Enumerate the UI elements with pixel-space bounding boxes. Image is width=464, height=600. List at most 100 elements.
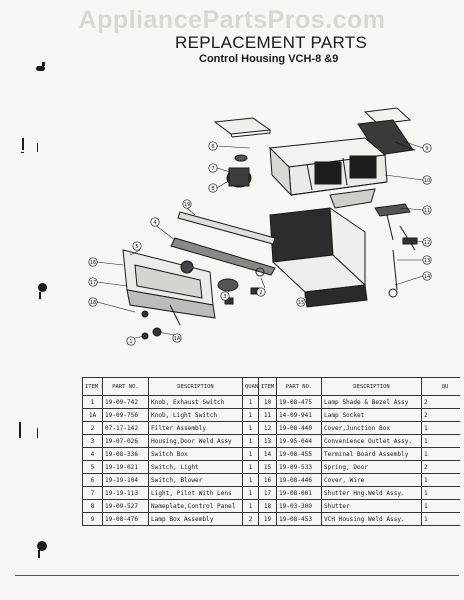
table-cell: 16 — [258, 473, 277, 487]
table-cell: 19-08-453 — [276, 512, 322, 526]
table-cell: 19-19-113 — [102, 486, 149, 500]
table-cell: 2 — [242, 512, 259, 526]
table-cell: Spring, Door — [321, 460, 422, 474]
table-cell: Shutter — [321, 499, 422, 513]
callout-label: 18 — [90, 300, 96, 306]
shutter-parts — [374, 203, 418, 298]
callout-label: 8 — [211, 186, 214, 192]
col-header: PART NO. — [102, 377, 149, 396]
table-cell: Terminal Board Assembly — [321, 447, 422, 461]
callout-15: 15 — [296, 297, 306, 307]
lamp-bezel — [226, 154, 252, 188]
parts-table-container: ITEM NO. PART NO. DESCRIPTION QUAN. ITEM… — [82, 377, 460, 529]
table-cell: Nameplate,Control Panel — [148, 499, 243, 513]
table-cell: 19-03-300 — [276, 499, 322, 513]
table-cell: 17 — [258, 486, 277, 500]
table-cell: Cover, Wire — [321, 473, 422, 487]
table-cell: 9 — [82, 512, 103, 526]
scan-mark — [22, 138, 24, 150]
table-cell: 1 — [242, 486, 259, 500]
table-cell: 19-09-533 — [276, 460, 322, 474]
scan-mark — [21, 152, 24, 153]
table-cell: 12 — [258, 421, 277, 435]
main-housing — [268, 137, 388, 209]
table-cell: 19-19-021 — [102, 460, 149, 474]
table-cell: Light, Pilot With Lens — [148, 486, 243, 500]
table-cell: 1 — [421, 512, 460, 526]
table-cell: 11 — [258, 408, 277, 422]
scan-mark — [37, 541, 47, 551]
scan-mark — [42, 62, 45, 66]
callout-label: 7 — [211, 166, 214, 172]
table-cell: 5 — [82, 460, 103, 474]
parts-table: ITEM NO. PART NO. DESCRIPTION QUAN. ITEM… — [82, 377, 460, 526]
table-cell: 19-19-104 — [102, 473, 149, 487]
table-cell: Shutter Hng.Weld Assy. — [321, 486, 422, 500]
callout-8: 8 — [208, 183, 218, 193]
table-cell: VCH Housing Weld Assy. — [321, 512, 422, 526]
table-cell: Lamp Socket — [321, 408, 422, 422]
table-cell: 1 — [242, 408, 259, 422]
callout-16: 16 — [88, 257, 98, 267]
bottom-rule — [15, 575, 459, 576]
callout-label: 2 — [259, 290, 262, 296]
table-cell: 13 — [258, 434, 277, 448]
table-cell: 2 — [82, 421, 103, 435]
table-cell: 1 — [242, 499, 259, 513]
table-cell: Switch, Blower — [148, 473, 243, 487]
callout-label: 15 — [298, 300, 304, 306]
table-cell: 19-09-527 — [102, 499, 149, 513]
table-cell: Knob, Exhaust Switch — [148, 395, 243, 409]
callout-12: 12 — [422, 237, 432, 247]
col-header: PART NO. — [276, 377, 322, 396]
table-cell: 1 — [421, 447, 460, 461]
table-cell: 1 — [242, 421, 259, 435]
page-subtitle: Control Housing VCH-8 &9 — [199, 53, 339, 65]
table-cell: 1 — [242, 460, 259, 474]
table-cell: 1 — [421, 473, 460, 487]
table-cell: 2 — [421, 460, 460, 474]
table-cell: 19-08-455 — [276, 447, 322, 461]
callout-18: 18 — [88, 297, 98, 307]
callout-9: 9 — [422, 143, 432, 153]
table-cell: 1 — [242, 395, 259, 409]
callout-label: 12 — [424, 240, 430, 246]
callout-3: 3 — [220, 291, 230, 301]
table-cell: 19-07-026 — [102, 434, 149, 448]
control-panel — [122, 249, 260, 340]
table-cell: 6 — [82, 473, 103, 487]
callout-10: 10 — [422, 175, 432, 185]
callout-label: 5 — [135, 244, 138, 250]
watermark: AppliancePartsPros.com — [78, 6, 386, 34]
callout-label: 13 — [424, 258, 430, 264]
table-cell: 19-08-475 — [276, 395, 322, 409]
callout-label: 17 — [90, 280, 96, 286]
table-cell: 19-09-756 — [102, 408, 149, 422]
upper-screen — [357, 107, 416, 156]
table-cell: 3 — [82, 434, 103, 448]
scan-mark — [37, 428, 38, 438]
table-cell: Filter Assembly — [148, 421, 243, 435]
table-cell: Convenience Outlet Assy. — [321, 434, 422, 448]
callout-5: 5 — [132, 241, 142, 251]
col-header: ITEM NO. — [82, 377, 103, 396]
callout-label: 16 — [90, 260, 96, 266]
table-cell: 2 — [421, 408, 460, 422]
callout-label: 19 — [184, 202, 190, 208]
lower-box — [269, 207, 368, 308]
callout-13: 13 — [422, 255, 432, 265]
callout-label: 11 — [424, 208, 430, 214]
leader-lines — [96, 141, 424, 339]
table-cell: 19 — [258, 512, 277, 526]
scan-mark — [38, 550, 40, 558]
callout-label: 9 — [425, 146, 428, 152]
callout-label: 1A — [174, 336, 181, 342]
callout-1: 1 — [126, 336, 136, 346]
